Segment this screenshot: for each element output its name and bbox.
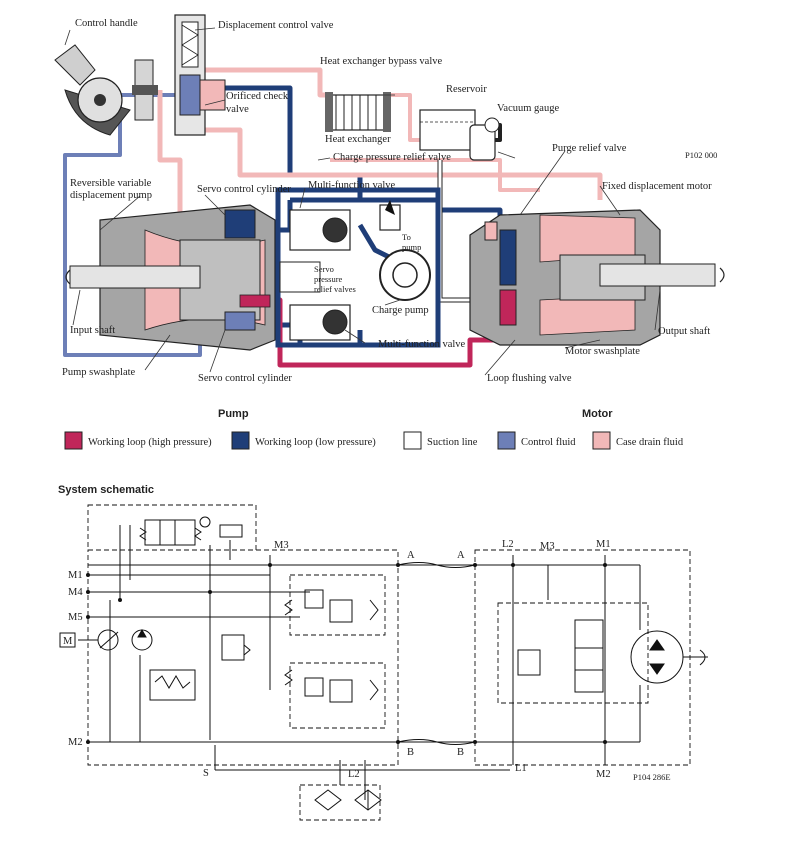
label-reversible-pump-2: displacement pump — [70, 190, 152, 201]
label-fixed-displacement-motor: Fixed displacement motor — [602, 181, 712, 192]
low-pressure-line-pump — [280, 200, 293, 233]
heat-exchanger — [325, 92, 391, 132]
port-m1: M1 — [68, 570, 83, 581]
control-handle-lever — [54, 44, 96, 86]
label-reservoir: Reservoir — [446, 84, 487, 95]
schematic-motor-symbol — [630, 630, 708, 684]
label-input-shaft: Input shaft — [70, 325, 115, 336]
label-control-handle: Control handle — [75, 18, 138, 29]
port-m-shaft: M — [63, 636, 73, 647]
schematic-port-labels: M1 M4 M5 M2 M3 A A B B L2 M3 M1 S L2 L1 … — [63, 539, 671, 782]
port-s: S — [203, 768, 209, 779]
label-motor-swashplate: Motor swashplate — [565, 346, 640, 357]
case-drain-line-motor — [195, 127, 603, 200]
reservoir — [419, 109, 476, 151]
port-m2-right: M2 — [596, 769, 611, 780]
label-code-top: P102 000 — [685, 150, 717, 160]
suction-line-fill — [438, 160, 470, 302]
center-valve-block — [275, 187, 441, 348]
port-a-left: A — [407, 550, 415, 561]
case-drain-line-top — [157, 90, 183, 215]
label-output-shaft: Output shaft — [658, 326, 710, 337]
port-l2-bottom: L2 — [348, 769, 360, 780]
label-displacement-control-valve: Displacement control valve — [218, 20, 334, 31]
label-heat-exchanger-bypass-valve: Heat exchanger bypass valve — [320, 56, 442, 67]
label-to-pump-1: To — [402, 232, 411, 242]
cutaway-diagram: Control handle Displacement control valv… — [54, 14, 725, 420]
label-heat-exchanger: Heat exchanger — [325, 134, 391, 145]
port-m2: M2 — [68, 737, 83, 748]
motor-body — [469, 209, 725, 346]
displacement-control-valve — [174, 14, 226, 136]
label-servo-pressure-2: pressure — [314, 274, 343, 284]
port-l1: L1 — [515, 763, 527, 774]
legend-swatch-2 — [403, 431, 422, 450]
port-b-right: B — [457, 747, 464, 758]
port-m5: M5 — [68, 612, 83, 623]
schematic-multifunction-valves — [284, 589, 379, 703]
port-a-right: A — [457, 550, 465, 561]
control-handle-assembly — [54, 44, 158, 136]
schematic-loop-flushing — [517, 619, 604, 693]
label-to-pump-2: pump — [402, 242, 421, 252]
legend-label-4: Case drain fluid — [616, 437, 684, 448]
motor-output-shaft — [599, 263, 716, 287]
label-orificed-check-valve-1: Orificed check — [226, 91, 289, 102]
port-m1-right: M1 — [596, 539, 611, 550]
schematic-title: System schematic — [58, 484, 154, 496]
suction-line-outline — [437, 160, 470, 303]
port-m3: M3 — [274, 540, 289, 551]
label-loop-flushing-valve: Loop flushing valve — [487, 373, 572, 384]
schematic-displacement-control — [139, 516, 243, 546]
pump-body — [65, 204, 276, 351]
legend-label-2: Suction line — [427, 437, 478, 448]
schematic-code: P104 286E — [633, 772, 671, 782]
pump-input-shaft — [69, 265, 201, 289]
legend-label-3: Control fluid — [521, 437, 576, 448]
schematic-filters — [314, 789, 382, 811]
legend: Working loop (high pressure) Working loop… — [64, 431, 684, 450]
label-servo-control-cylinder-bottom: Servo control cylinder — [198, 373, 292, 384]
case-drain-line-rev — [330, 158, 540, 192]
label-vacuum-gauge: Vacuum gauge — [497, 103, 559, 114]
label-multi-function-valve-bottom: Multi-function valve — [378, 339, 466, 350]
label-servo-pressure-3: relief valves — [314, 284, 356, 294]
legend-swatch-1 — [231, 431, 250, 450]
port-l2-top: L2 — [502, 539, 514, 550]
schematic-pump-symbol — [59, 628, 196, 701]
schematic-charge-relief — [221, 634, 251, 661]
label-servo-control-cylinder-top: Servo control cylinder — [197, 184, 291, 195]
schematic-pump-verticals — [109, 525, 510, 800]
label-multi-function-valve-top: Multi-function valve — [308, 180, 396, 191]
label-servo-pressure-1: Servo — [314, 264, 334, 274]
port-m4: M4 — [68, 587, 83, 598]
section-label-pump: Pump — [218, 408, 249, 420]
case-drain-line-right — [390, 93, 420, 142]
leader-lines — [64, 27, 661, 376]
schematic-main-lines — [88, 555, 641, 765]
system-schematic: System schematic — [58, 484, 708, 821]
label-orificed-check-valve-2: valve — [226, 104, 249, 115]
label-reversible-pump-1: Reversible variable — [70, 178, 152, 189]
label-charge-pressure-relief-valve: Charge pressure relief valve — [333, 152, 451, 163]
legend-swatch-4 — [592, 431, 611, 450]
label-charge-pump: Charge pump — [372, 305, 429, 316]
section-label-motor: Motor — [582, 408, 613, 420]
legend-swatch-3 — [497, 431, 516, 450]
schematic-port-markers — [86, 563, 607, 744]
legend-swatch-0 — [64, 431, 83, 450]
callout-labels: Control handle Displacement control valv… — [62, 18, 717, 384]
label-purge-relief-valve: Purge relief valve — [552, 143, 627, 154]
schematic-hose-b — [397, 739, 476, 745]
port-m3-right: M3 — [540, 541, 555, 552]
vacuum-gauge-filter — [469, 117, 500, 161]
legend-label-0: Working loop (high pressure) — [88, 437, 212, 448]
servo-relief-valves — [279, 261, 321, 293]
port-b-left: B — [407, 747, 414, 758]
schematic-hose-a — [397, 562, 476, 568]
label-pump-swashplate: Pump swashplate — [62, 367, 136, 378]
legend-label-1: Working loop (low pressure) — [255, 437, 376, 448]
